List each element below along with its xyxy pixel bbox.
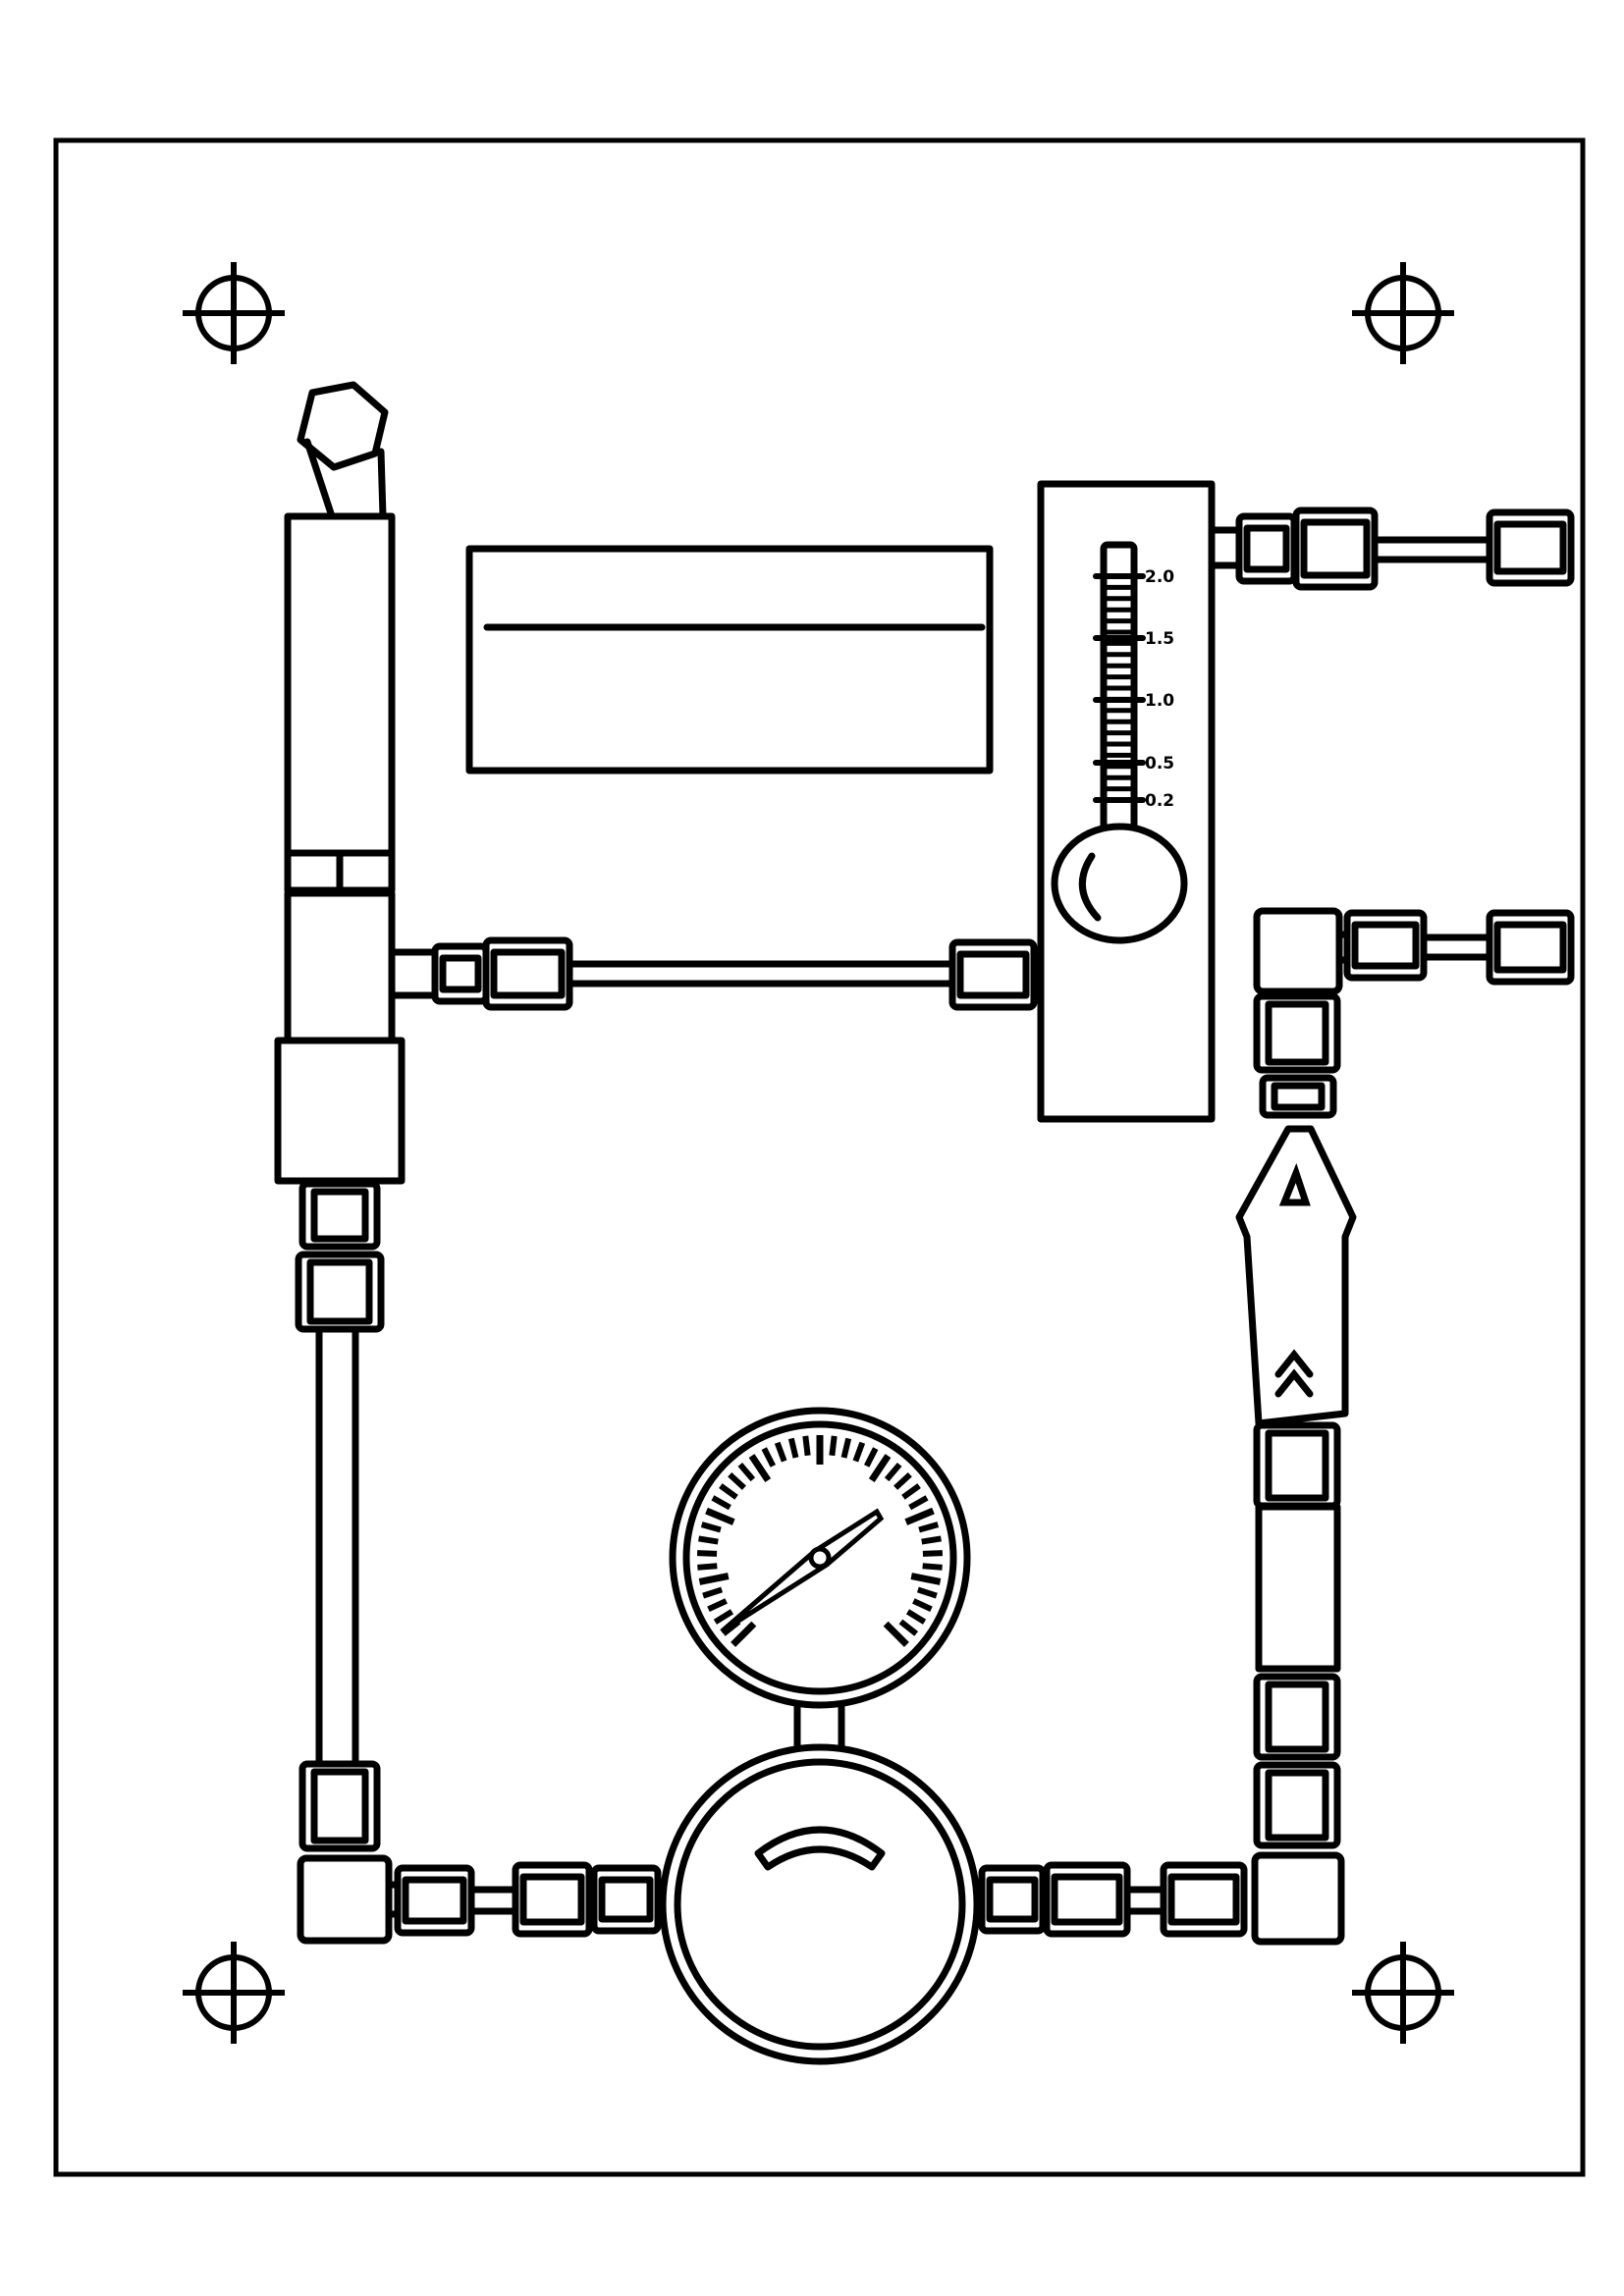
fitting <box>1253 992 1341 1074</box>
scale-label-1-0: 1.0 <box>1145 691 1174 711</box>
gauge-tick <box>829 1435 838 1457</box>
filter-assembly <box>274 381 406 1768</box>
pressure-regulator <box>659 1743 981 2065</box>
fitting <box>482 936 573 1011</box>
fitting <box>512 1861 593 1938</box>
flowmeter <box>1037 480 1216 1123</box>
gauge-tick <box>910 1573 942 1585</box>
gauge-tick <box>705 1507 735 1525</box>
gauge-tick <box>918 1522 940 1533</box>
gauge-tick <box>698 1573 730 1585</box>
gauge-tick <box>698 1535 719 1545</box>
gauge-tick <box>702 1586 724 1599</box>
fitting <box>590 1864 662 1935</box>
gauge-tick <box>904 1507 935 1525</box>
gauge-tick <box>916 1586 938 1599</box>
fitting <box>431 942 490 1005</box>
crosshair-icon <box>183 262 285 364</box>
gauge-tick <box>707 1598 728 1613</box>
gauge-tick <box>719 1483 738 1500</box>
label-plate <box>465 545 994 774</box>
gauge-tick <box>898 1619 919 1636</box>
tube <box>1255 1503 1341 1673</box>
tube <box>1371 536 1494 563</box>
elbow-fitting <box>1251 1851 1345 1946</box>
fitting <box>1253 1421 1341 1510</box>
tube <box>467 1886 520 1915</box>
crosshair-icon <box>1352 262 1454 364</box>
fitting <box>1253 1761 1341 1849</box>
tube-fittings <box>295 507 1575 1946</box>
gauge-tick <box>787 1437 799 1459</box>
pressure-gauge <box>669 1407 971 1755</box>
chevron-up-icon <box>1274 1349 1314 1378</box>
hex-cap-icon <box>297 381 389 471</box>
gauge-tick <box>731 1621 757 1647</box>
gauge-tick <box>728 1471 746 1490</box>
gauge-tick <box>901 1483 921 1500</box>
gauge-tick <box>761 1447 777 1468</box>
gauge-tick <box>713 1609 734 1625</box>
fitting <box>295 1251 385 1333</box>
scale-label-1-5: 1.5 <box>1145 629 1174 649</box>
scale-label-0-2: 0.2 <box>1145 791 1174 811</box>
gauge-tick <box>922 1563 943 1571</box>
flowmeter-scale: 2.0 1.5 1.0 0.5 0.2 <box>1145 567 1174 811</box>
scale-label-0-5: 0.5 <box>1145 754 1174 774</box>
tube <box>1420 934 1494 961</box>
fitting <box>1259 1074 1337 1119</box>
fitting <box>1486 909 1575 986</box>
fitting <box>1160 1861 1248 1938</box>
gauge-tick <box>868 1454 892 1482</box>
gauge-tick <box>905 1609 927 1625</box>
gauge-tick <box>696 1550 718 1557</box>
gauge-tick <box>852 1441 866 1463</box>
gauge-tick <box>893 1471 912 1490</box>
mounting-holes <box>183 262 1454 2044</box>
crosshair-icon <box>183 1942 285 2044</box>
arrow-up-icon <box>1278 1162 1311 1206</box>
fitting <box>1343 909 1428 982</box>
gauge-tick <box>884 1463 902 1482</box>
gauge-tick <box>802 1435 811 1457</box>
gauge-tick <box>748 1454 772 1482</box>
fitting <box>1253 1673 1341 1761</box>
fitting <box>978 1864 1047 1935</box>
gauge-tick <box>840 1437 852 1459</box>
elbow-fitting <box>1253 907 1343 995</box>
fitting <box>1292 507 1379 591</box>
crosshair-icon <box>1352 1942 1454 2044</box>
fitting <box>1486 508 1575 587</box>
gauge-tick <box>697 1563 718 1571</box>
fitting <box>948 938 1038 1011</box>
fitting <box>1235 512 1298 585</box>
tube <box>388 948 440 999</box>
gauge-tick <box>912 1598 933 1613</box>
fitting <box>298 1760 381 1852</box>
gauge-tick <box>700 1522 722 1533</box>
elbow-fitting <box>297 1854 393 1945</box>
tube <box>566 960 958 988</box>
shutoff-valve <box>1235 1125 1357 1427</box>
gauge-tick <box>921 1535 942 1545</box>
fitting <box>1043 1861 1131 1938</box>
gauge-tick <box>737 1463 756 1482</box>
gauge-tick <box>922 1550 944 1557</box>
gauge-tick <box>908 1495 929 1511</box>
gauge-tick <box>711 1495 731 1511</box>
gauge-needle <box>720 1508 885 1634</box>
gauge-tick <box>774 1441 787 1463</box>
panel-frame <box>53 137 1586 2177</box>
fitting <box>394 1864 475 1937</box>
scale-label-2-0: 2.0 <box>1145 567 1174 587</box>
fitting <box>298 1180 381 1251</box>
gauge-tick <box>863 1447 879 1468</box>
gauge-tick <box>883 1621 909 1647</box>
